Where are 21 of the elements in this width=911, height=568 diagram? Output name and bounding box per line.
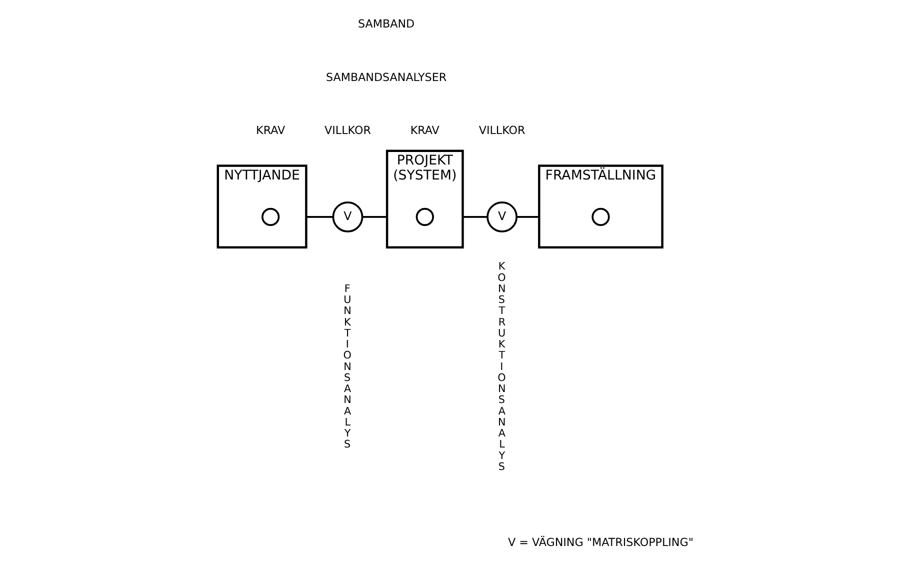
node-circle: V bbox=[486, 201, 518, 232]
legend-label: V = VÄGNING "MATRISKOPPLING" bbox=[508, 536, 694, 549]
label: VILLKOR bbox=[324, 124, 371, 138]
node-circle: V bbox=[332, 201, 364, 232]
label: SAMBANDSANALYSER bbox=[326, 70, 447, 84]
connector bbox=[462, 216, 488, 218]
connector bbox=[306, 216, 333, 218]
label: VILLKOR bbox=[478, 124, 526, 138]
cluster: FRAMSTÄLLNING bbox=[538, 164, 664, 248]
label: KRAV bbox=[256, 124, 286, 138]
node-circle bbox=[416, 208, 434, 226]
label: KRAV bbox=[410, 124, 440, 138]
node-circle bbox=[592, 208, 610, 226]
label: SAMBAND bbox=[358, 17, 415, 30]
label: KONSTRUKTIONSANALYS bbox=[498, 260, 506, 473]
label: FUNKTIONSANALYS bbox=[343, 282, 352, 451]
connector bbox=[362, 216, 388, 218]
cluster: PROJEKT (SYSTEM) bbox=[386, 150, 464, 248]
cluster: NYTTJANDE bbox=[216, 164, 308, 248]
node-circle bbox=[262, 208, 280, 226]
connector bbox=[516, 216, 540, 218]
